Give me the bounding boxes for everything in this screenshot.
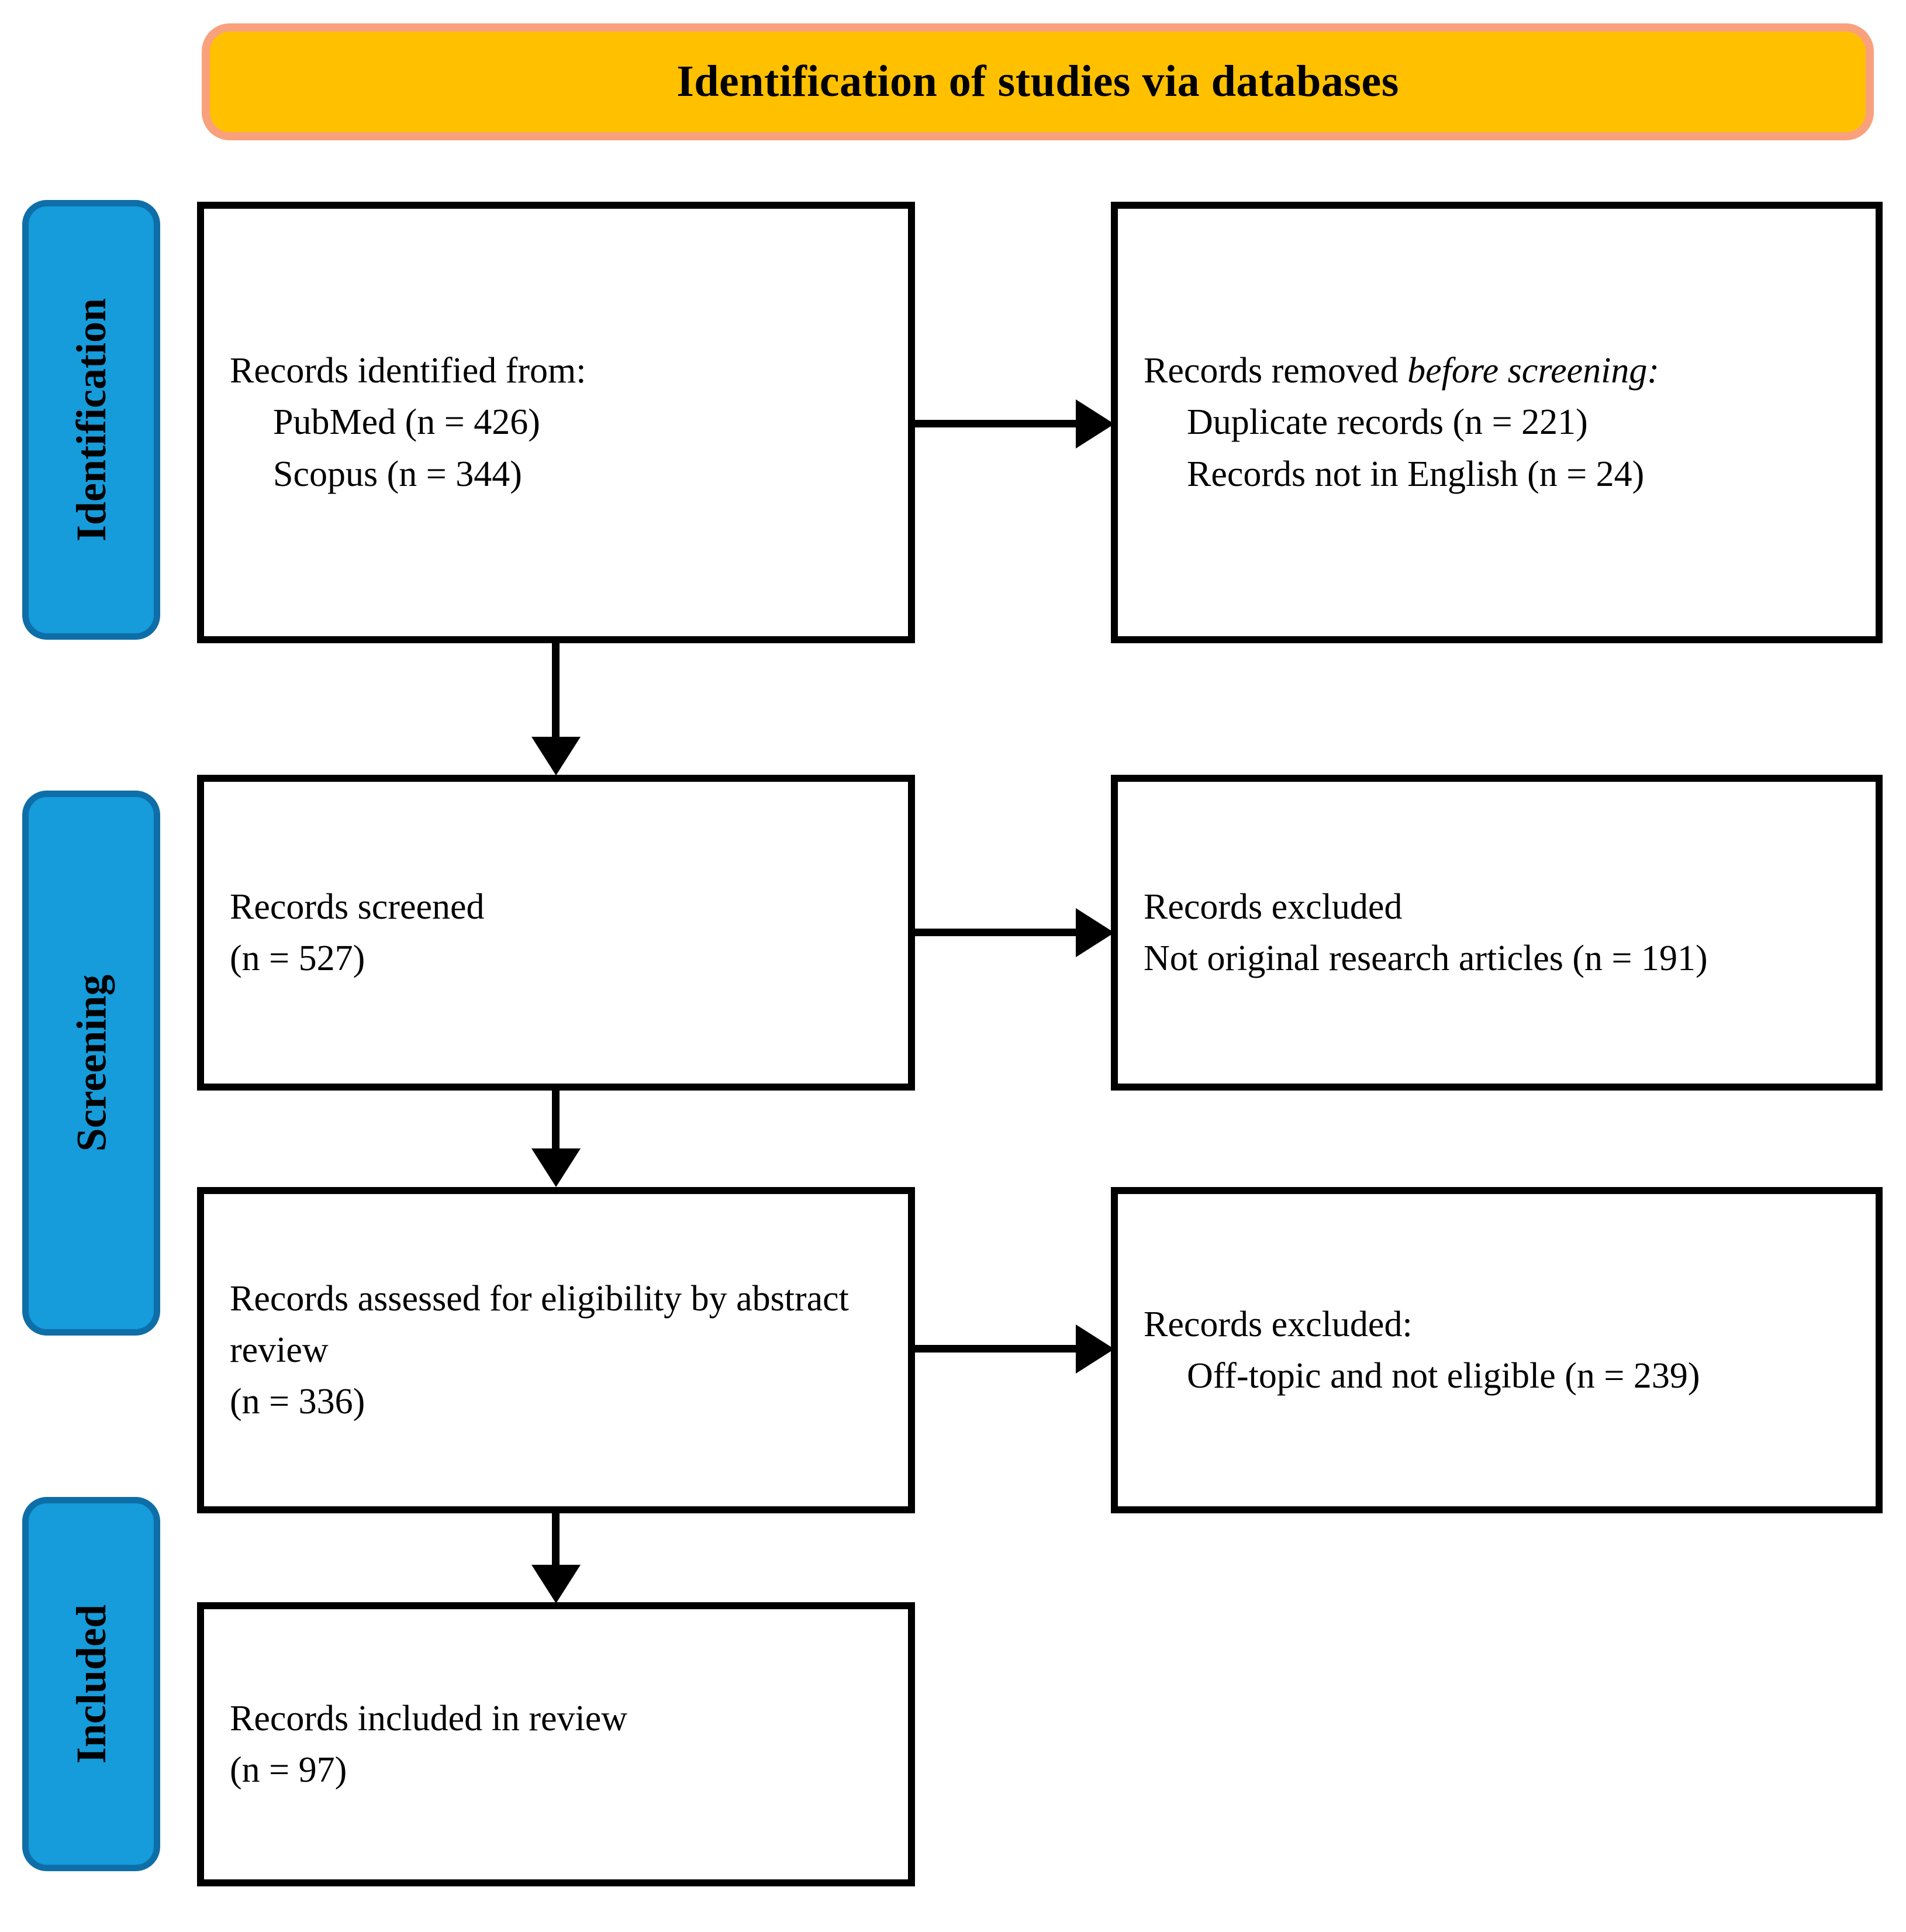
records-excluded-eligibility-reason: Off-topic and not eligible (n = 239) (1187, 1356, 1700, 1396)
records-excluded-eligibility-heading: Records excluded: (1144, 1304, 1413, 1344)
records-assessed-heading: Records assessed for eligibility by abst… (230, 1278, 849, 1370)
records-screened-heading: Records screened (230, 886, 485, 927)
stage-tab-included-label: Included (68, 1604, 115, 1764)
arrow-right-icon (1076, 1324, 1114, 1374)
stage-tab-screening-label: Screening (68, 974, 115, 1152)
records-included-heading: Records included in review (230, 1698, 628, 1738)
connector-assessed-to-excluded-line (915, 1345, 1080, 1353)
records-removed-heading-tail: : (1647, 351, 1660, 391)
box-records-removed: Records removed before screening: Duplic… (1111, 202, 1883, 643)
box-records-screened: Records screened (n = 527) (197, 775, 915, 1091)
arrow-down-icon (531, 1565, 581, 1603)
diagram-title: Identification of studies via databases (676, 57, 1399, 106)
connector-screened-to-excluded-line (915, 929, 1080, 936)
records-excluded-screening-heading: Records excluded (1144, 886, 1403, 927)
connector-screened-to-assessed-line (552, 1091, 560, 1149)
box-records-assessed: Records assessed for eligibility by abst… (197, 1187, 915, 1513)
stage-tab-identification-label: Identification (68, 298, 115, 542)
connector-identified-to-screened-line (552, 643, 560, 744)
connector-assessed-to-included-line (552, 1513, 560, 1567)
records-excluded-screening-reason: Not original research articles (n = 191) (1144, 939, 1708, 978)
records-identified-scopus: Scopus (n = 344) (273, 454, 522, 494)
records-removed-heading-plain: Records removed (1144, 351, 1408, 391)
records-assessed-count: (n = 336) (230, 1382, 365, 1422)
box-records-identified: Records identified from: PubMed (n = 426… (197, 202, 915, 643)
box-records-excluded-screening: Records excluded Not original research a… (1111, 775, 1883, 1091)
records-included-count: (n = 97) (230, 1750, 347, 1790)
records-removed-duplicates: Duplicate records (n = 221) (1187, 402, 1588, 443)
connector-identified-to-removed-line (915, 420, 1080, 427)
stage-tab-screening: Screening (22, 791, 160, 1336)
box-records-excluded-eligibility: Records excluded: Off-topic and not elig… (1111, 1187, 1883, 1513)
records-removed-heading-italic: before screening (1407, 351, 1648, 391)
stage-tab-identification: Identification (22, 200, 160, 640)
arrow-down-icon (531, 737, 581, 775)
stage-tab-included: Included (22, 1497, 160, 1871)
records-removed-heading: Records removed before screening: (1144, 345, 1850, 396)
arrow-right-icon (1076, 399, 1114, 448)
arrow-down-icon (531, 1148, 581, 1187)
box-records-included: Records included in review (n = 97) (197, 1602, 915, 1886)
records-identified-heading: Records identified from: (230, 351, 586, 391)
arrow-right-icon (1076, 908, 1114, 957)
records-removed-not-english: Records not in English (n = 24) (1187, 454, 1645, 494)
diagram-header-banner: Identification of studies via databases (202, 23, 1874, 140)
records-identified-pubmed: PubMed (n = 426) (273, 402, 540, 443)
records-screened-count: (n = 527) (230, 939, 365, 978)
